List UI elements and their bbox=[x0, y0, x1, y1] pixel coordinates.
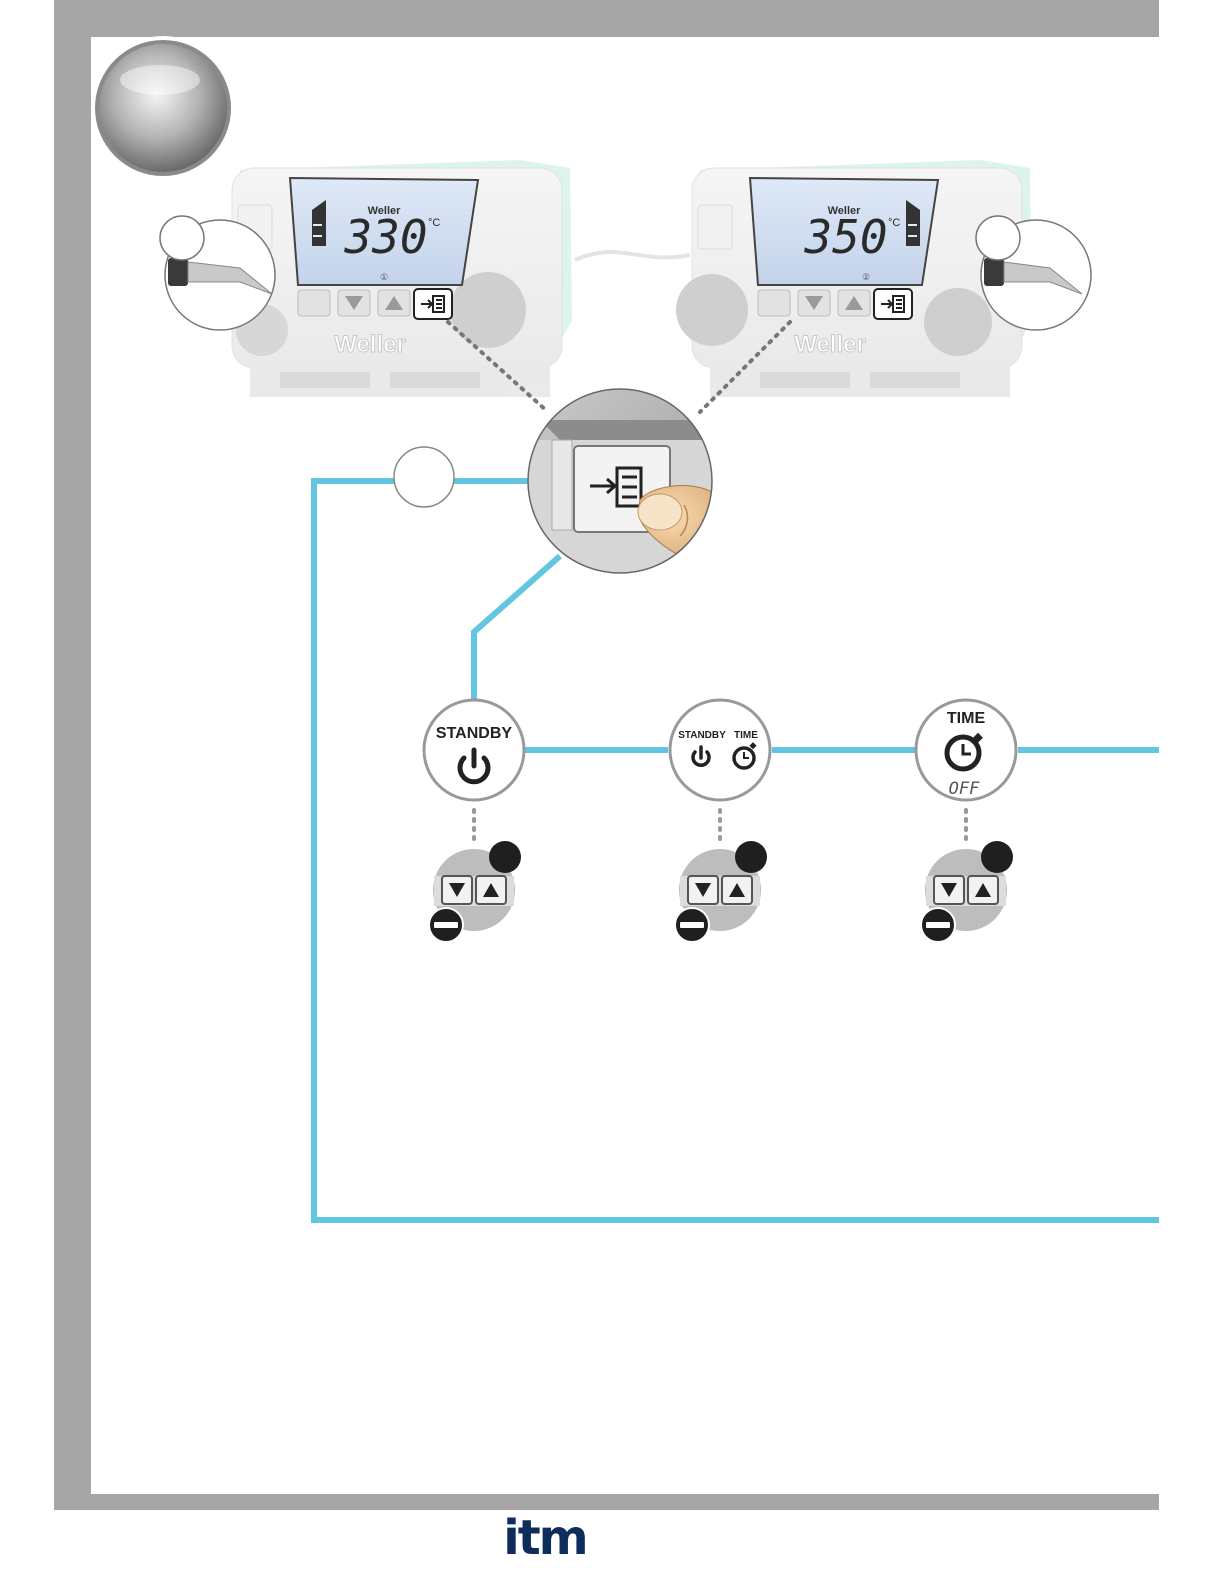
lcd-display-2: Weller 350 °C ② bbox=[750, 178, 938, 285]
step-badge-1 bbox=[489, 841, 521, 873]
menu-node-time-off: OFF bbox=[949, 779, 980, 799]
connecting-cable bbox=[575, 252, 690, 260]
step-marker-flow bbox=[394, 447, 454, 507]
menu-button-zoom bbox=[520, 389, 725, 580]
temperature-unit-1: °C bbox=[428, 217, 440, 229]
channel-mark-1: ① bbox=[380, 272, 388, 282]
adjust-buttons-3 bbox=[921, 841, 1013, 942]
menu-node-time: TIME OFF bbox=[916, 700, 1016, 800]
menu-node-standby-time-label2: TIME bbox=[734, 730, 758, 741]
menu-node-standby-time: STANDBY TIME bbox=[670, 700, 770, 800]
menu-node-standby-label: STANDBY bbox=[436, 725, 512, 742]
adjust-buttons-2 bbox=[675, 841, 767, 942]
adjust-buttons-1 bbox=[429, 841, 521, 942]
gray-sphere-icon bbox=[91, 36, 235, 180]
node-dotted-connectors bbox=[474, 810, 966, 844]
menu-node-standby-time-label: STANDBY bbox=[678, 730, 726, 741]
station-1-brand-logo: Weller bbox=[334, 331, 406, 358]
station-1-menu-back-button[interactable] bbox=[298, 290, 330, 316]
station-2-brand-logo: Weller bbox=[794, 331, 866, 358]
lcd-display-1: Weller 330 °C ① bbox=[290, 178, 478, 285]
itm-logo: itm bbox=[500, 1510, 590, 1566]
step-badge-3 bbox=[981, 841, 1013, 873]
temperature-readout-1: 330 bbox=[343, 210, 427, 264]
channel-mark-2: ② bbox=[862, 272, 870, 282]
itm-logo-text: itm bbox=[503, 1510, 586, 1566]
menu-node-standby: STANDBY bbox=[424, 700, 524, 800]
step-marker-right bbox=[976, 216, 1020, 260]
step-badge-2 bbox=[735, 841, 767, 873]
step-marker-left bbox=[160, 216, 204, 260]
menu-node-time-label: TIME bbox=[947, 710, 986, 727]
temperature-unit-2: °C bbox=[888, 217, 900, 229]
temperature-readout-2: 350 bbox=[803, 210, 887, 264]
station-2-menu-back-button[interactable] bbox=[758, 290, 790, 316]
